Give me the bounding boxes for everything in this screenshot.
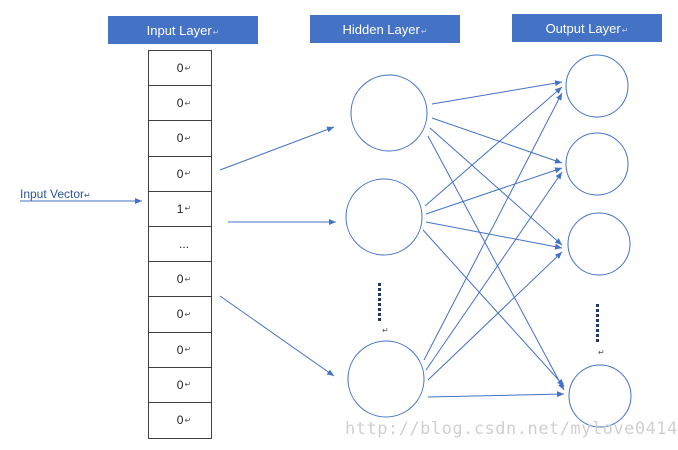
hidden-to-output-arrow bbox=[431, 80, 563, 105]
vector-cell: 0↵ bbox=[149, 157, 211, 192]
vector-cell: 0↵ bbox=[149, 262, 211, 298]
return-mark-icon: ↵ bbox=[184, 309, 192, 319]
output-layer-title: Output Layer bbox=[545, 21, 621, 36]
vector-cell-ellipsis: ... bbox=[149, 227, 211, 263]
vector-cell: 0↵ bbox=[149, 297, 211, 333]
input-vector-column: 0↵ 0↵ 0↵ 0↵ 1↵ ... 0↵ 0↵ 0↵ 0↵ 0↵ bbox=[148, 50, 212, 440]
return-mark-icon: ↵ bbox=[184, 98, 192, 108]
return-mark-icon: ↵ bbox=[212, 28, 220, 37]
vector-cell: 0↵ bbox=[149, 368, 211, 403]
vector-cell-value: 0 bbox=[176, 166, 184, 181]
input-to-hidden-arrow bbox=[219, 126, 335, 171]
vector-cell: 0↵ bbox=[149, 86, 211, 122]
output-layer-header: Output Layer↵ bbox=[512, 14, 662, 42]
output-ellipsis-dots bbox=[596, 304, 599, 342]
vector-cell: 0↵ bbox=[149, 121, 211, 157]
hidden-to-output-arrow bbox=[425, 221, 563, 250]
return-mark-icon: ↵ bbox=[621, 26, 629, 35]
vector-cell: 0↵ bbox=[149, 51, 211, 87]
return-mark-icon: ↵ bbox=[184, 169, 192, 179]
input-layer-title: Input Layer bbox=[146, 23, 212, 38]
return-mark-icon: ↵ bbox=[184, 63, 192, 73]
vector-cell-value: 0 bbox=[176, 61, 184, 76]
vector-cell: 1↵ bbox=[149, 192, 211, 227]
hidden-to-output-arrow bbox=[425, 171, 563, 371]
vector-cell: 0↵ bbox=[149, 333, 211, 368]
input-vector-label: Input Vector↵ bbox=[20, 187, 91, 201]
vector-cell: 0↵ bbox=[149, 403, 211, 438]
vector-cell-value: 0 bbox=[176, 377, 184, 392]
hidden-to-output-arrow bbox=[427, 251, 563, 381]
output-node bbox=[565, 132, 629, 196]
vector-cell-value: 1 bbox=[176, 201, 184, 216]
vector-cell-value: 0 bbox=[176, 342, 184, 357]
input-to-hidden-arrow bbox=[219, 295, 335, 377]
vector-cell-value: 0 bbox=[176, 413, 184, 428]
return-mark-icon: ↵ bbox=[84, 191, 91, 200]
vector-cell-value: 0 bbox=[176, 131, 184, 146]
hidden-to-output-arrow bbox=[424, 86, 563, 207]
output-node bbox=[567, 212, 631, 276]
hidden-to-output-arrow bbox=[431, 117, 563, 164]
return-mark-icon: ↵ bbox=[598, 348, 605, 357]
input-vector-text: Input Vector bbox=[20, 187, 85, 201]
return-mark-icon: ↵ bbox=[420, 27, 428, 36]
return-mark-icon: ↵ bbox=[184, 204, 192, 214]
return-mark-icon: ↵ bbox=[184, 133, 192, 143]
return-mark-icon: ↵ bbox=[184, 415, 192, 425]
vector-cell-value: ... bbox=[178, 237, 189, 252]
input-layer-header: Input Layer↵ bbox=[108, 16, 258, 44]
vector-cell-value: 0 bbox=[176, 96, 184, 111]
hidden-node bbox=[345, 178, 423, 256]
hidden-to-output-arrow bbox=[427, 135, 565, 391]
output-node bbox=[565, 54, 629, 118]
hidden-node bbox=[347, 340, 425, 418]
output-node bbox=[568, 364, 632, 428]
hidden-to-output-arrow bbox=[429, 127, 563, 246]
hidden-to-output-arrow bbox=[423, 92, 563, 361]
return-mark-icon: ↵ bbox=[382, 326, 389, 335]
vector-cell-value: 0 bbox=[176, 307, 184, 322]
vector-cell-value: 0 bbox=[176, 272, 184, 287]
hidden-layer-header: Hidden Layer↵ bbox=[310, 15, 460, 43]
hidden-to-output-arrow bbox=[427, 391, 565, 398]
return-mark-icon: ↵ bbox=[184, 345, 192, 355]
hidden-to-output-arrow bbox=[422, 229, 565, 387]
watermark: http://blog.csdn.net/mylove0414 bbox=[345, 419, 678, 439]
hidden-layer-title: Hidden Layer bbox=[342, 22, 420, 37]
hidden-ellipsis-dots bbox=[378, 283, 381, 321]
hidden-node bbox=[350, 74, 428, 152]
hidden-to-output-arrow bbox=[425, 167, 563, 215]
return-mark-icon: ↵ bbox=[184, 274, 192, 284]
return-mark-icon: ↵ bbox=[184, 380, 192, 390]
